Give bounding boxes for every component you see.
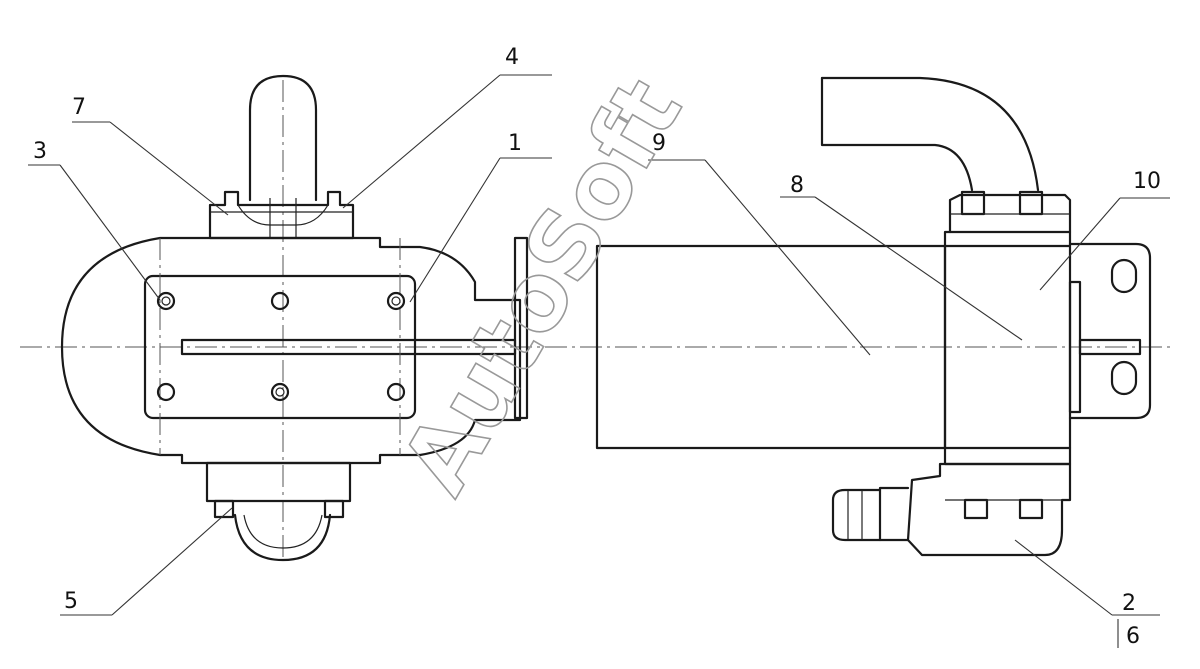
watermark: AutoSoft [381,61,702,511]
hose-stub [878,486,910,542]
side-view [595,76,1152,557]
hole-icon [156,382,176,402]
mounting-plate [143,274,417,420]
housing-outline [60,236,522,465]
callout-5: 5 [64,589,78,614]
pipe-inner [820,76,1040,192]
housing-block [943,230,1072,466]
hole-icon [386,291,406,311]
top-nut [948,193,1072,234]
callout-1: 1 [508,131,522,156]
slot-icon [1110,360,1138,396]
mounting-holes [156,291,406,402]
callout-2: 2 [1122,591,1136,616]
hole-icon [270,291,290,311]
callout-9: 9 [652,131,666,156]
callout-7: 7 [72,95,86,120]
hole-icon [270,382,290,402]
pipe-outer [820,76,974,192]
bottom-fitting [205,461,352,503]
side-bar [1078,338,1142,356]
hole-icon [386,382,406,402]
callout-4: 4 [505,45,519,70]
bracket-plate [1068,242,1152,420]
top-fitting-curve [237,204,329,226]
end-view [20,74,1170,562]
hole-icon [156,291,176,311]
slot-icon [1110,258,1138,294]
top-nut-block [208,190,355,240]
leader-lines [28,74,1170,648]
flange-plate [513,236,529,420]
hose-nozzle [831,488,882,542]
callout-8: 8 [790,173,804,198]
top-cap [248,74,318,202]
callout-labels: 7 3 4 1 5 9 8 10 2 6 [33,45,1161,649]
callout-10: 10 [1133,169,1161,194]
bottom-valve [906,462,1072,557]
center-bar [180,338,517,356]
callout-6: 6 [1126,624,1140,649]
bottom-loop [233,513,332,562]
callout-3: 3 [33,139,47,164]
